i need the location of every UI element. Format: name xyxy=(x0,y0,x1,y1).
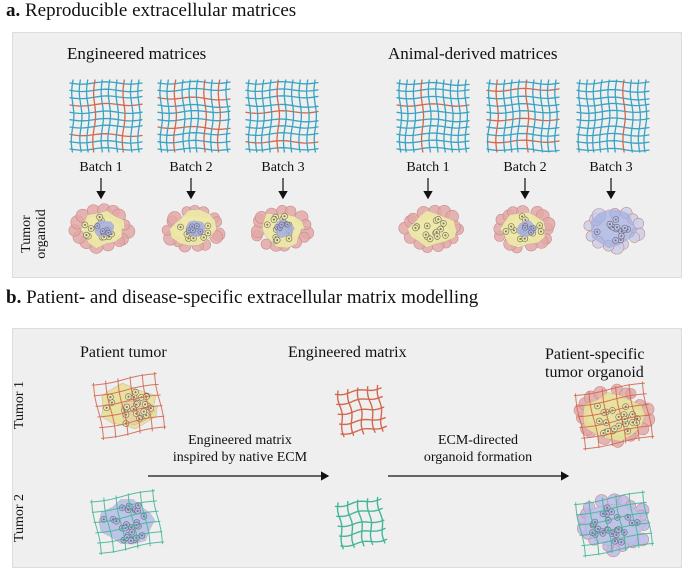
panel-b-title: Patient- and disease-specific extracellu… xyxy=(26,287,479,308)
engineered-matrix-red xyxy=(334,384,388,438)
organoid-animal-3 xyxy=(583,207,646,255)
column-engineered-matrix: Engineered matrix xyxy=(288,344,407,361)
organoid-engineered-2 xyxy=(161,205,226,253)
mesh-engineered-batch-2 xyxy=(157,79,231,153)
patient-specific-organoid-2 xyxy=(573,490,655,558)
panel-a-letter: a. xyxy=(6,0,21,21)
panel-a-heading: a. Reproducible extracellular matrices xyxy=(6,0,296,22)
panel-b-heading: b. Patient- and disease-specific extrace… xyxy=(6,287,478,309)
column-patient-specific-organoid: Patient-specific tumor organoid xyxy=(545,346,645,381)
batch-label-engineered-2: Batch 2 xyxy=(169,160,213,175)
arrow1-caption: Engineered matrix inspired by native ECM xyxy=(172,433,308,465)
batch-label-engineered-1: Batch 1 xyxy=(79,160,123,175)
patient-specific-organoid-1 xyxy=(573,381,656,451)
mesh-animal-batch-2 xyxy=(486,79,560,153)
patient-tumor-2 xyxy=(89,489,165,555)
arrows-panel-a xyxy=(96,178,616,200)
arrow2-caption: ECM-directed organoid formation xyxy=(423,433,533,465)
organoid-engineered-1 xyxy=(68,203,136,254)
organoid-engineered-3 xyxy=(251,205,315,252)
panel-a-title: Reproducible extracellular matrices xyxy=(25,0,297,21)
column-patient-tumor: Patient tumor xyxy=(80,344,167,361)
mesh-engineered-batch-3 xyxy=(245,79,319,153)
mesh-animal-batch-3 xyxy=(576,79,650,153)
batch-label-engineered-3: Batch 3 xyxy=(261,160,305,175)
organoid-animal-1 xyxy=(398,204,464,253)
organoid-animal-2 xyxy=(493,205,556,254)
group-engineered-title: Engineered matrices xyxy=(67,44,207,63)
batch-label-animal-3: Batch 3 xyxy=(589,160,633,175)
group-animal-title: Animal-derived matrices xyxy=(388,44,558,63)
panel-b-letter: b. xyxy=(6,287,22,308)
engineered-matrix-green xyxy=(334,496,388,550)
patient-tumor-1 xyxy=(91,372,167,440)
batch-label-animal-1: Batch 1 xyxy=(406,160,450,175)
batch-label-animal-2: Batch 2 xyxy=(503,160,547,175)
mesh-engineered-batch-1 xyxy=(69,79,143,153)
mesh-animal-batch-1 xyxy=(396,79,470,153)
